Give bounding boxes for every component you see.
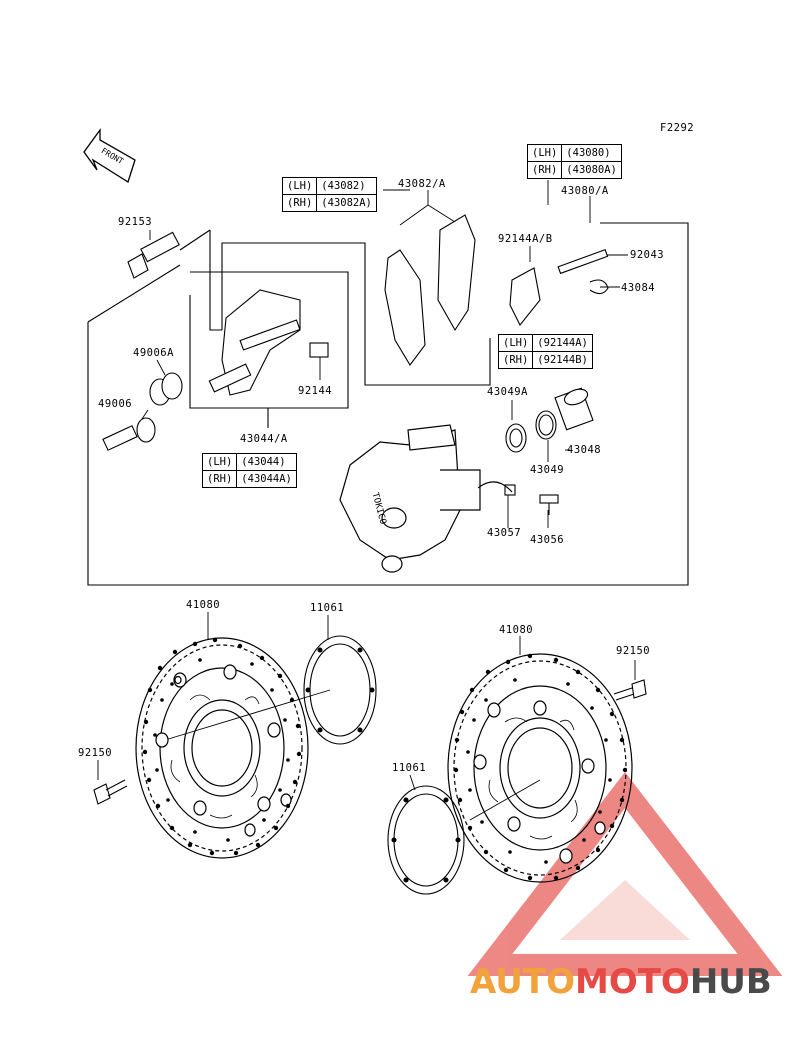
part-label-11061-top: 11061 <box>310 602 345 614</box>
part-label-92150-right: 92150 <box>616 645 651 657</box>
bolt-92153 <box>127 231 180 279</box>
bolt-92150-left <box>93 779 128 805</box>
part-label-49006: 49006 <box>98 398 133 410</box>
part-label-43080A: 43080/A <box>561 185 609 197</box>
spring-lh-no: (92144A) <box>532 334 593 352</box>
bolt-92150-right <box>613 679 647 701</box>
part-label-43082A: 43082/A <box>398 178 446 190</box>
spring-side-table: (LH)(92144A) (RH)(92144B) <box>497 334 593 369</box>
part-label-43044A: 43044/A <box>240 433 288 445</box>
pads-rh: (RH) <box>281 194 318 212</box>
shim-top <box>303 635 377 745</box>
pad-spring <box>509 267 541 327</box>
part-label-43049: 43049 <box>530 464 565 476</box>
part-label-43084: 43084 <box>621 282 656 294</box>
seal-43049A <box>505 423 527 453</box>
part-label-43056: 43056 <box>530 534 565 546</box>
caliper-assembly-frame <box>87 222 689 586</box>
part-label-92150-left: 92150 <box>78 747 113 759</box>
part-label-43048: 43048 <box>567 444 602 456</box>
seal-43049 <box>535 410 557 440</box>
bleeder-43056 <box>539 494 559 515</box>
watermark-part-hub: HUB <box>689 962 772 1002</box>
shim-bottom <box>387 785 465 895</box>
watermark-part-moto: MOTO <box>574 962 690 1002</box>
clip-43084 <box>589 279 609 295</box>
caliper-lh: (LH) <box>526 144 563 162</box>
caliper-rh-no: (43080A) <box>561 161 622 179</box>
spring-lh: (LH) <box>497 334 534 352</box>
bracket-lh: (LH) <box>201 453 238 471</box>
cap-43057 <box>477 481 516 496</box>
part-label-11061-bottom: 11061 <box>392 762 427 774</box>
boot-49006A <box>149 372 183 406</box>
figure-code: F2292 <box>660 122 695 134</box>
front-arrow-icon <box>83 128 136 183</box>
pad-pin-92043 <box>557 248 609 275</box>
pads-lh: (LH) <box>281 177 318 195</box>
pads-lh-no: (43082) <box>316 177 377 195</box>
bracket-side-table: (LH)(43044) (RH)(43044A) <box>201 453 297 488</box>
watermark-logo: AUTOMOTOHUB <box>470 962 772 1002</box>
brake-disc-left <box>135 637 309 859</box>
spring-rh: (RH) <box>497 351 534 369</box>
bracket-lh-no: (43044) <box>236 453 297 471</box>
brake-disc-right <box>447 653 633 883</box>
part-label-43057: 43057 <box>487 527 522 539</box>
piston-43048 <box>554 387 594 431</box>
caliper-side-table: (LH)(43080) (RH)(43080A) <box>526 144 622 179</box>
caliper-rh: (RH) <box>526 161 563 179</box>
caliper-body <box>339 424 481 573</box>
bracket-rh: (RH) <box>201 470 238 488</box>
clip-92144 <box>309 342 329 358</box>
watermark-part-auto: AUTO <box>470 962 575 1002</box>
part-label-49006A: 49006A <box>133 347 174 359</box>
pads-rh-no: (43082A) <box>316 194 377 212</box>
brake-pads <box>384 214 476 366</box>
part-label-92144: 92144 <box>298 385 333 397</box>
part-label-41080-right: 41080 <box>499 624 534 636</box>
caliper-bracket <box>208 289 301 396</box>
part-label-92144AB: 92144A/B <box>498 233 553 245</box>
bracket-rh-no: (43044A) <box>236 470 297 488</box>
caliper-lh-no: (43080) <box>561 144 622 162</box>
part-label-43049A: 43049A <box>487 386 528 398</box>
part-label-41080-left: 41080 <box>186 599 221 611</box>
leader-lines <box>97 180 636 821</box>
pin-49006 <box>102 417 156 451</box>
pads-side-table: (LH)(43082) (RH)(43082A) <box>281 177 377 212</box>
spring-rh-no: (92144B) <box>532 351 593 369</box>
part-label-92153: 92153 <box>118 216 153 228</box>
part-label-92043: 92043 <box>630 249 665 261</box>
